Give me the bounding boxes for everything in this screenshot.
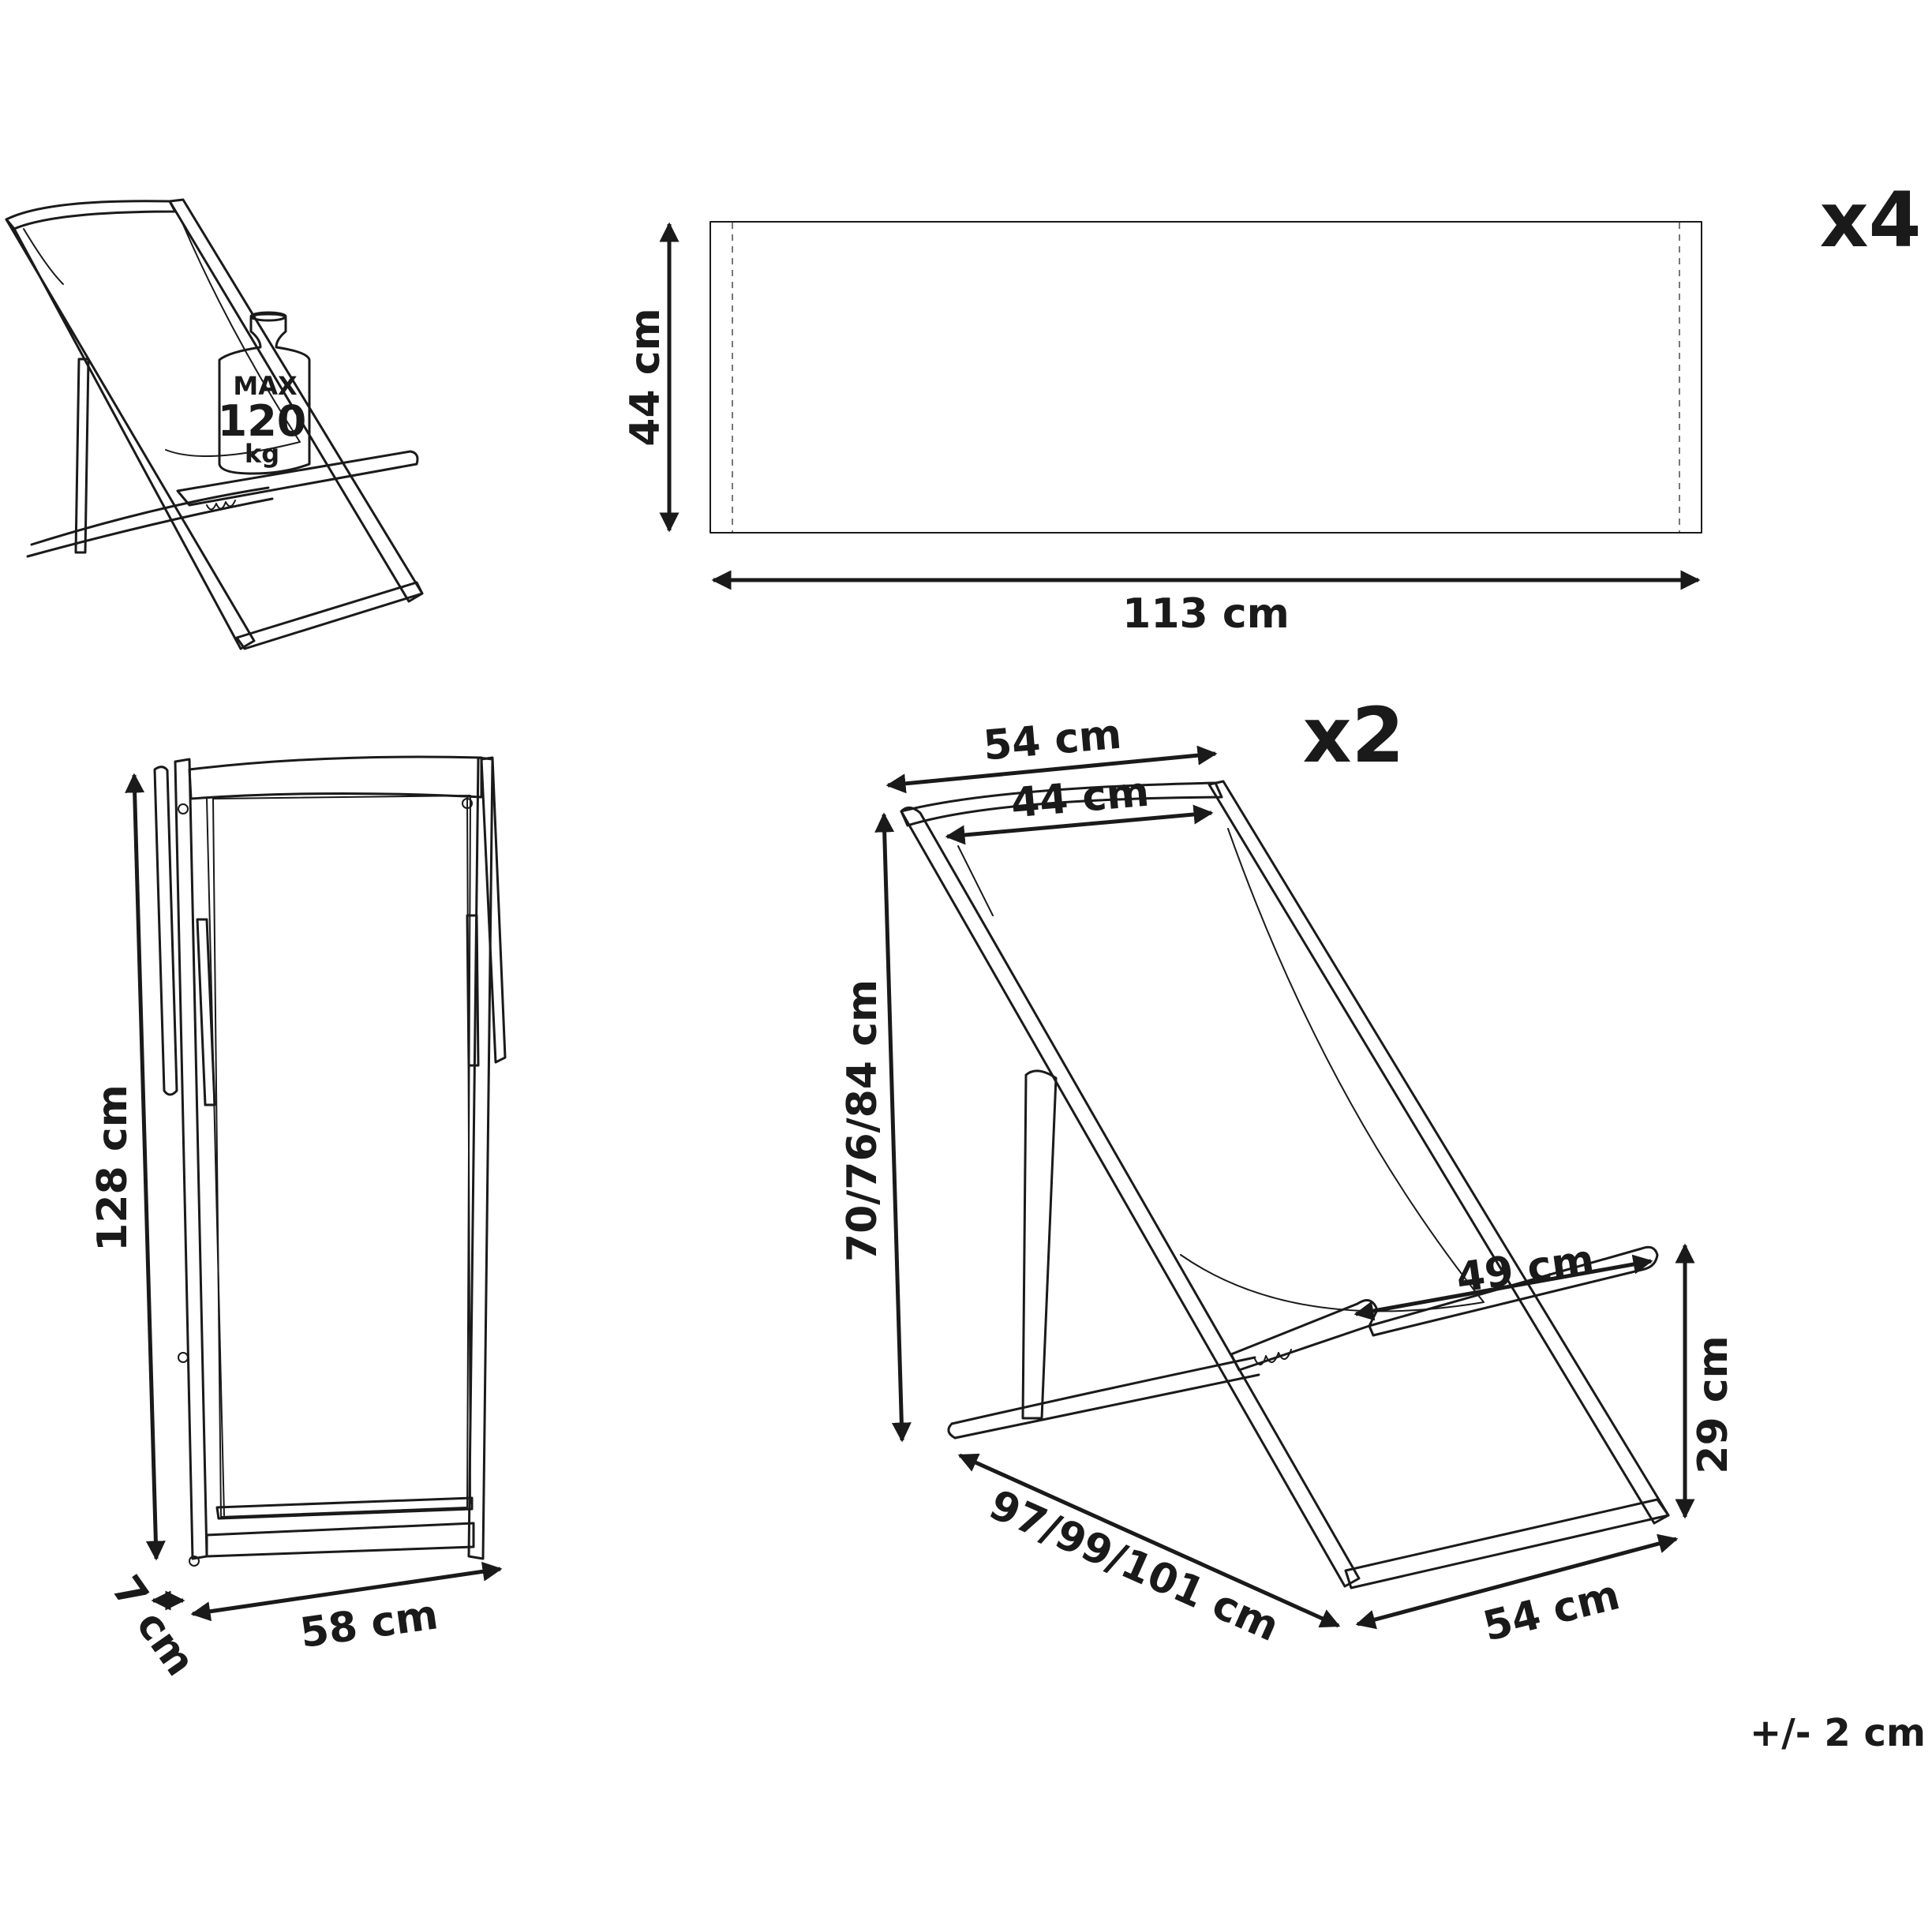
chair-height-dimension [874,812,912,1443]
chair-top-inner-dimension [945,804,1214,845]
chair-depth-label: 97/99/101 cm [983,1481,1286,1651]
chair-count-badge: x2 [1303,691,1405,780]
chair-height-label: 70/76/84 cm [839,979,886,1262]
folded-height-label: 128 cm [89,1084,137,1252]
fabric-width-label: 113 cm [1122,590,1290,638]
chair-base-width-dimension [1355,1533,1679,1630]
chair-depth-dimension [957,1453,1341,1628]
weight-value: 120 [218,396,307,446]
folded-width-dimension [190,1561,503,1622]
chair-arm-height-label: 29 cm [1690,1335,1737,1473]
weight-unit: kg [245,439,279,469]
fabric-panel [659,221,1702,590]
weight-badge: MAX 120 kg [218,311,311,475]
folded-width-label: 58 cm [298,1591,441,1657]
small-chair-illustration [5,198,424,650]
open-chair-illustration [900,780,1670,1589]
folded-depth-label: 7 cm [102,1567,204,1685]
chair-top-outer-label: 54 cm [981,711,1123,770]
folded-chair-illustration [153,755,507,1567]
chair-top-outer-dimension [886,745,1218,794]
weight-max-label: MAX [233,371,298,401]
tolerance-note: +/- 2 cm [1750,1711,1926,1755]
chair-armrest-dimension [1354,1254,1653,1321]
chair-armrest-label: 49 cm [1454,1236,1597,1302]
chair-base-width-label: 54 cm [1478,1571,1624,1651]
folded-height-dimension [125,773,166,1561]
fabric-height-label: 44 cm [622,308,669,446]
fabric-count-badge: x4 [1820,176,1922,264]
